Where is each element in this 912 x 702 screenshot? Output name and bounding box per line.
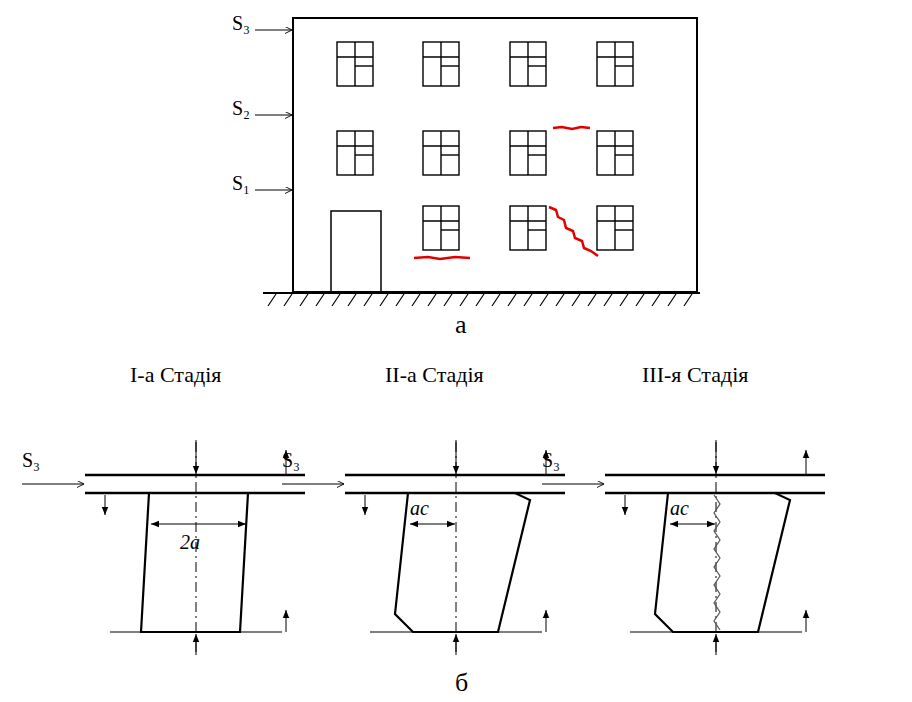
- force-label: S₃: [22, 450, 40, 470]
- cracks: [414, 127, 598, 259]
- ground-line: [263, 292, 700, 294]
- stage-title: ІІІ-я Стадія: [642, 364, 748, 386]
- ground-hatching: [268, 294, 692, 306]
- force-label: S₁: [232, 173, 250, 193]
- stage-title: І-а Стадія: [130, 364, 221, 386]
- windows: [337, 42, 633, 250]
- force-label: S₃: [542, 450, 560, 470]
- panel-letter: а: [455, 312, 467, 338]
- stage-title: ІІ-а Стадія: [385, 364, 484, 386]
- building-wall: [293, 18, 697, 292]
- dimension-label: ac: [410, 498, 429, 518]
- panel-letter: б: [455, 670, 468, 696]
- dimension-label: 2a: [180, 532, 200, 552]
- force-label: S₂: [232, 98, 250, 118]
- door: [331, 211, 381, 292]
- stage-figure: [542, 440, 825, 655]
- force-arrows: [255, 30, 292, 190]
- force-label: S₃: [282, 450, 300, 470]
- stage-figure: [282, 440, 565, 655]
- dimension-label: ac: [670, 498, 689, 518]
- force-label: S₃: [232, 13, 250, 33]
- stage-figure: [22, 440, 305, 655]
